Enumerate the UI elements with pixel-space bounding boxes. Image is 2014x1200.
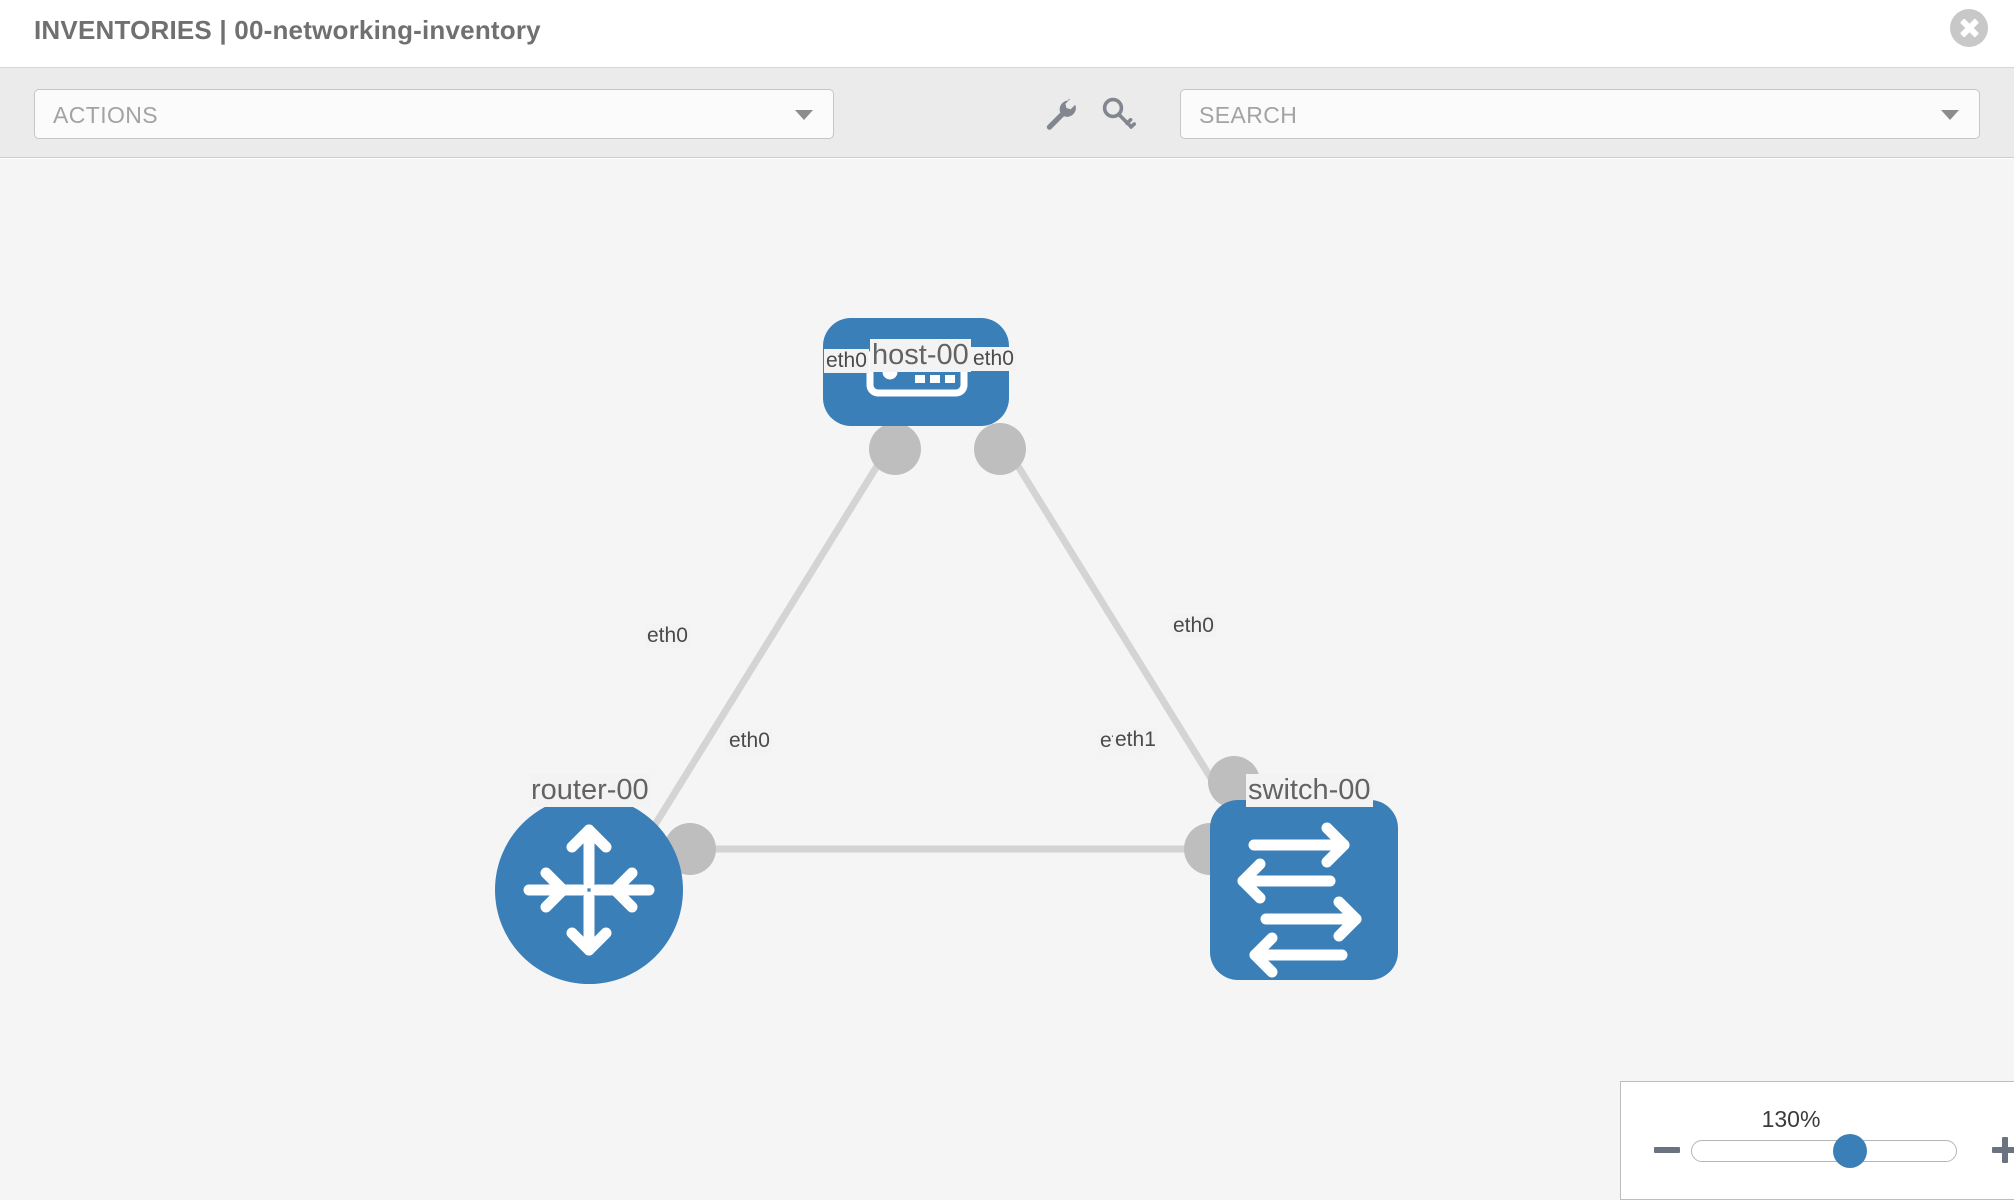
minus-icon[interactable] — [1651, 1134, 1683, 1166]
plus-icon-stroke-v — [2002, 1137, 2008, 1163]
chevron-down-icon — [795, 110, 813, 120]
minus-icon-stroke — [1654, 1147, 1680, 1153]
toolbar: ACTIONS SEARCH — [0, 68, 2014, 158]
iface-label-router00-switch: eth0 — [727, 729, 772, 753]
node-label-router-00: router-00 — [529, 774, 651, 807]
zoom-slider-thumb[interactable] — [1833, 1134, 1868, 1168]
iface-label-switch00-host: eth0 — [1171, 614, 1216, 638]
iface-label-host00-router: eth0 — [824, 349, 869, 373]
router-arrows-icon — [523, 824, 655, 956]
wrench-icon[interactable] — [1040, 94, 1080, 134]
actions-dropdown[interactable]: ACTIONS — [34, 89, 834, 139]
key-icon[interactable] — [1098, 94, 1138, 134]
page-title: INVENTORIES | 00-networking-inventory — [34, 15, 541, 45]
zoom-level-label: 130% — [1761, 1106, 1821, 1132]
search-placeholder: SEARCH — [1199, 102, 1298, 128]
actions-dropdown-label: ACTIONS — [53, 102, 159, 128]
connector-nub-host-left — [869, 423, 921, 475]
node-switch-00[interactable] — [1210, 800, 1398, 980]
iface-label-router00-host: eth0 — [645, 624, 690, 648]
plus-icon[interactable] — [1989, 1134, 2014, 1166]
search-input[interactable]: SEARCH — [1180, 89, 1980, 139]
iface-label-host00-switch: eth0 — [971, 347, 1016, 371]
close-icon[interactable] — [1950, 9, 1988, 47]
iface-label-switch00-router: eth1 — [1113, 728, 1158, 752]
node-router-00[interactable] — [495, 796, 683, 984]
node-label-switch-00: switch-00 — [1246, 774, 1373, 807]
node-label-host-00: host-00 — [870, 339, 971, 372]
switch-arrows-icon — [1237, 822, 1362, 978]
connector-nub — [664, 423, 1260, 875]
link-host00-router00 — [637, 435, 898, 851]
topology-graph — [495, 318, 1398, 984]
connector-nub-host-right — [974, 423, 1026, 475]
topology-canvas[interactable]: eth0 eth0 eth0 eth0 eth0 eth0 eth1 host-… — [0, 159, 2014, 1200]
zoom-control-panel: 130% — [1620, 1081, 2014, 1200]
zoom-slider[interactable] — [1691, 1134, 1957, 1168]
page-header: INVENTORIES | 00-networking-inventory — [0, 0, 2014, 68]
link-host00-switch00 — [997, 435, 1233, 811]
chevron-down-icon — [1941, 110, 1959, 120]
